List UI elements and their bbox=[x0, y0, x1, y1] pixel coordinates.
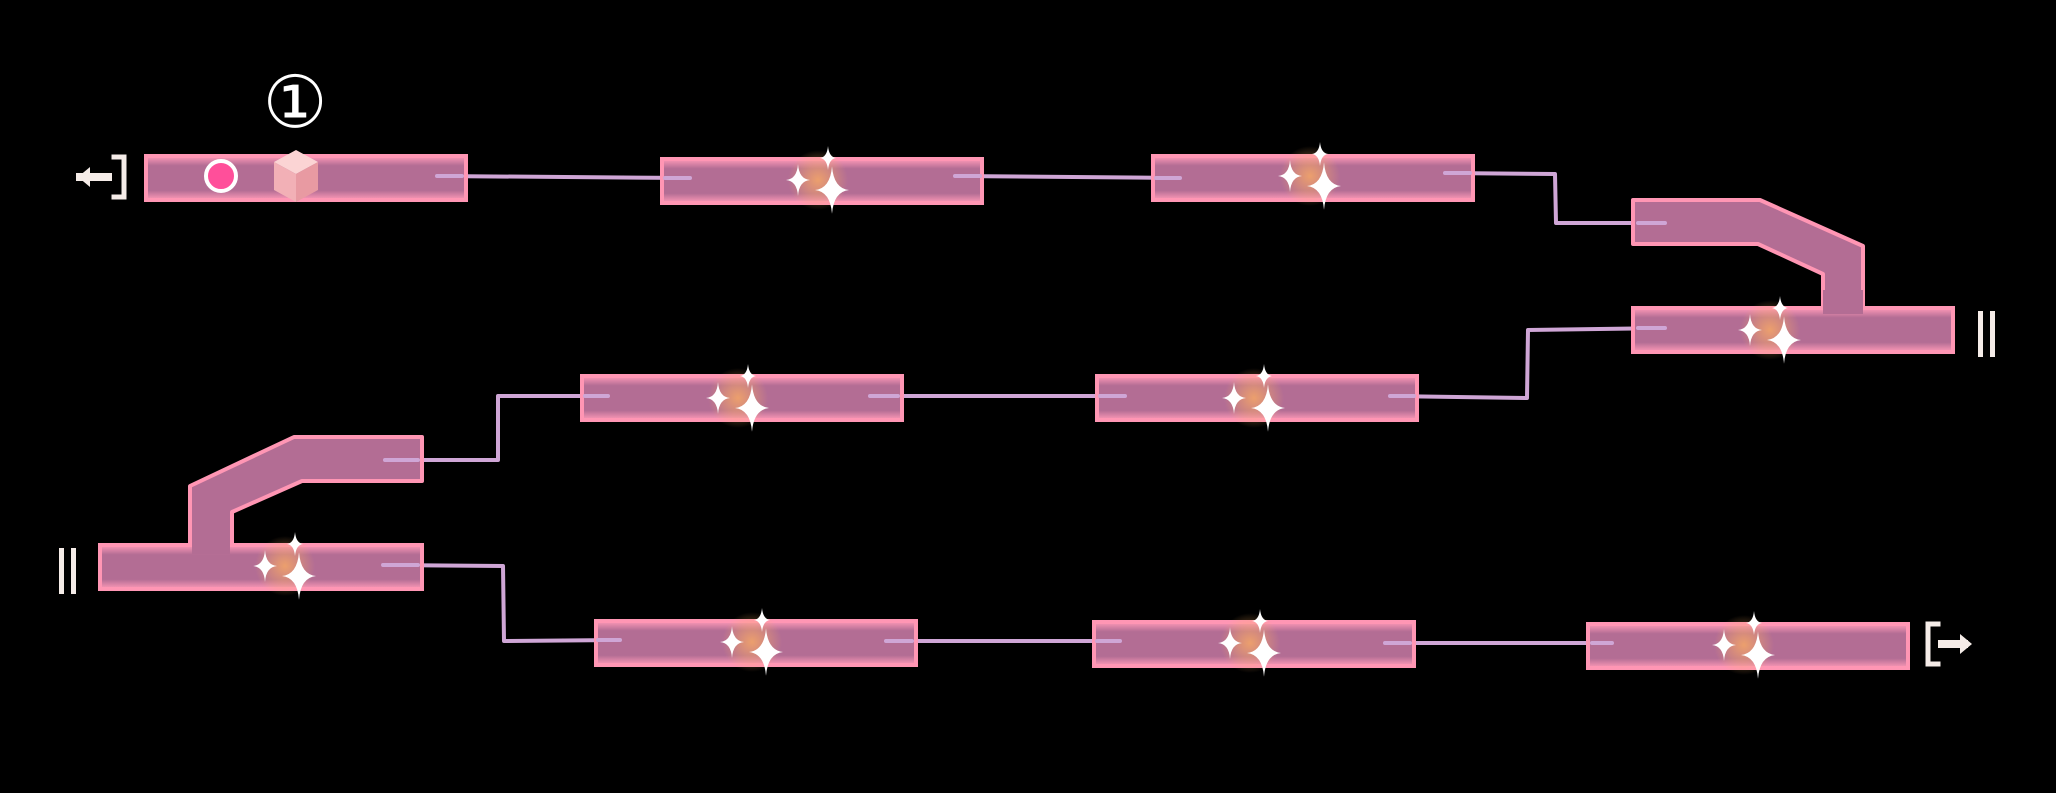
platforms bbox=[98, 154, 1955, 670]
connector bbox=[435, 174, 692, 180]
sparkle-icon bbox=[1218, 609, 1281, 677]
connector-lines bbox=[381, 171, 1667, 645]
sparkle-icon bbox=[1712, 611, 1775, 679]
sparkle-icon bbox=[1222, 364, 1285, 432]
connector bbox=[1388, 326, 1667, 400]
platform-junction bbox=[192, 530, 230, 554]
enter-door-icon[interactable] bbox=[76, 154, 127, 200]
pause-bars-icon[interactable] bbox=[59, 548, 76, 594]
sparkle-icon bbox=[720, 608, 783, 676]
collectibles bbox=[253, 142, 1801, 679]
step-number-label: ① bbox=[262, 60, 328, 144]
cube-icon[interactable] bbox=[274, 150, 318, 202]
sparkle-icon bbox=[253, 532, 316, 600]
sparkle-icon bbox=[1738, 296, 1801, 364]
exit-door-icon[interactable] bbox=[1925, 621, 1972, 667]
connector bbox=[953, 174, 1182, 180]
sparkle-icon bbox=[786, 146, 849, 214]
connector bbox=[381, 563, 622, 643]
connector bbox=[383, 394, 610, 462]
pause-bars-icon[interactable] bbox=[1978, 311, 1995, 357]
sparkle-icon bbox=[1278, 142, 1341, 210]
player-dot[interactable] bbox=[204, 159, 238, 193]
platform-junction bbox=[1823, 290, 1863, 314]
connector bbox=[1443, 171, 1667, 225]
sparkle-icon bbox=[706, 364, 769, 432]
connector-stubs bbox=[381, 171, 1667, 645]
